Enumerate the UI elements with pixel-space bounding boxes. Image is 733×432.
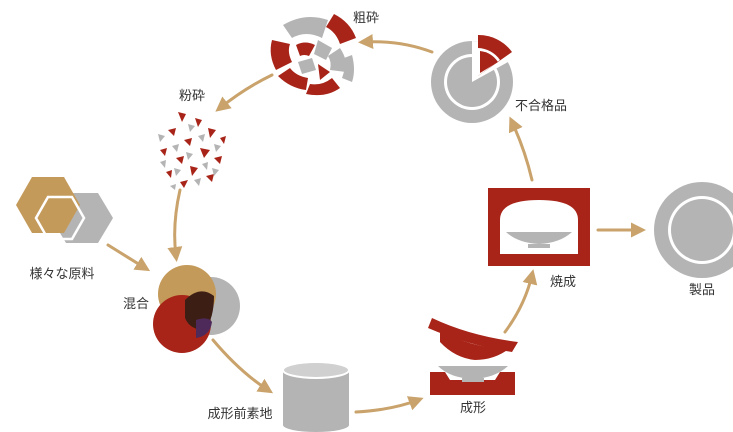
- arrow-forming-to-firing: [503, 269, 538, 334]
- arrow-greenbody-to-forming: [354, 396, 424, 414]
- arrow-firing-to-defective: [508, 116, 534, 182]
- fine-crush-fragments-icon: [158, 112, 226, 190]
- arrow-fine-to-mix: [167, 188, 183, 262]
- mixing-venn-icon: [153, 265, 240, 353]
- label-fine-crush: 粉砕: [179, 89, 205, 104]
- coarse-crush-icon: [270, 14, 356, 96]
- product-plate-icon: [654, 182, 733, 278]
- label-raw-materials: 様々な原料: [29, 267, 94, 282]
- firing-kiln-icon: [488, 188, 590, 266]
- label-coarse-crush: 粗砕: [353, 11, 379, 26]
- defective-plate-icon: [431, 34, 513, 123]
- label-mixing: 混合: [123, 297, 149, 312]
- arrow-raw-to-mix: [106, 243, 151, 272]
- arrow-defective-to-coarse: [358, 34, 434, 54]
- label-green-body: 成形前素地: [207, 406, 272, 422]
- label-product: 製品: [689, 283, 715, 298]
- label-forming: 成形: [460, 401, 486, 416]
- label-firing: 焼成: [550, 275, 576, 290]
- arrow-mix-to-greenbody: [211, 338, 274, 394]
- raw-materials-hexagon-icon: [16, 177, 113, 243]
- forming-mold-icon: [428, 318, 518, 395]
- green-body-cylinder-icon: [282, 361, 350, 432]
- label-defective: 不合格品: [515, 98, 567, 114]
- arrow-coarse-to-fine: [215, 73, 274, 112]
